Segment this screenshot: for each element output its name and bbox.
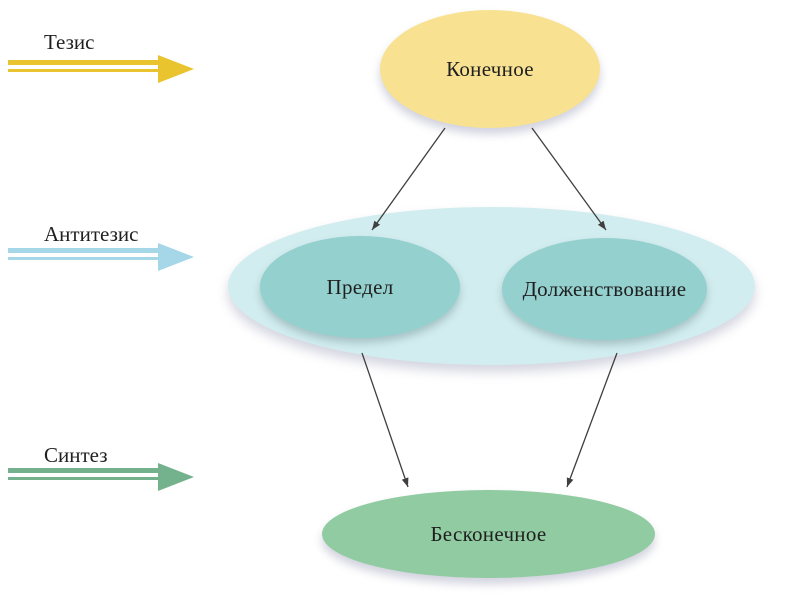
synthesis-arrow-icon: [8, 463, 194, 491]
node-limit: Предел: [260, 236, 460, 338]
node-ought: Долженствование: [502, 238, 707, 340]
node-ought-label: Долженствование: [522, 276, 687, 301]
node-finite-label: Конечное: [446, 56, 534, 81]
node-infinite-label: Бесконечное: [430, 521, 547, 546]
legend-label-antithesis: Антитезис: [44, 222, 139, 246]
node-finite: Конечное: [380, 10, 600, 128]
legend-label-thesis: Тезис: [44, 30, 95, 54]
legend-label-synthesis: Синтез: [44, 443, 108, 467]
node-infinite: Бесконечное: [322, 490, 655, 578]
node-limit-label: Предел: [326, 274, 394, 299]
thesis-arrow-icon: [8, 55, 194, 83]
edge-ought-to-infinite: [566, 352, 618, 488]
edge-limit-to-infinite: [361, 352, 409, 488]
antithesis-arrow-icon: [8, 243, 194, 271]
